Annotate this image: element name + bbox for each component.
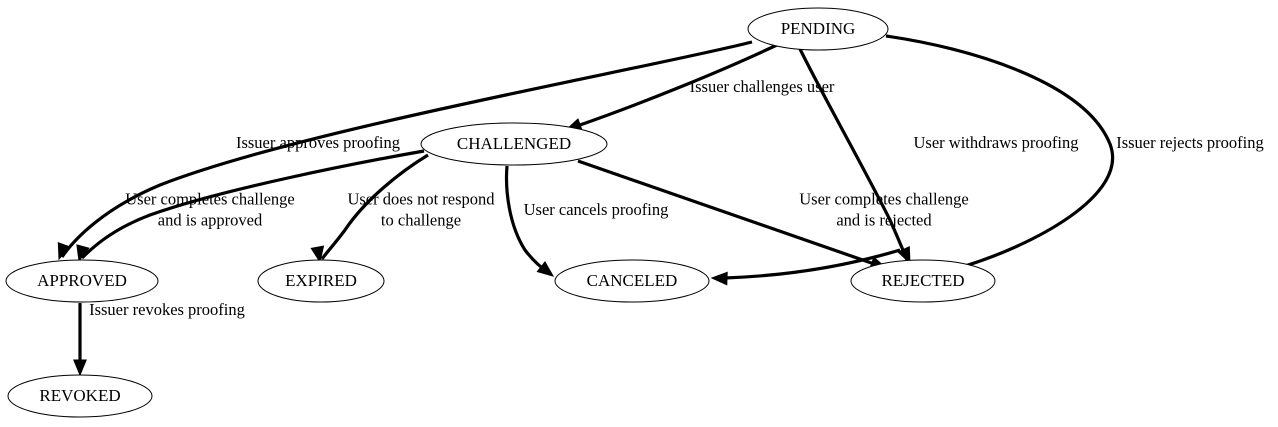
edge-labels-layer: Issuer approves proofing Issuer challenge…: [89, 77, 1264, 319]
edge-label-challenged-canceled: User cancels proofing: [524, 200, 669, 219]
node-challenged[interactable]: CHALLENGED: [420, 122, 608, 166]
edge-pending-rejected-withdraw: [798, 48, 911, 265]
edge-line: [504, 165, 550, 275]
edge-label-text: and is rejected: [836, 210, 932, 229]
node-revoked[interactable]: REVOKED: [7, 374, 153, 418]
edge-arrowhead: [57, 242, 71, 261]
edge-label-pending-approved: Issuer approves proofing: [236, 133, 400, 152]
edge-arrowhead: [897, 246, 911, 265]
edge-label-pending-rejected-withdraw: User withdraws proofing: [914, 133, 1079, 152]
edge-label-text: Issuer approves proofing: [236, 133, 400, 152]
node-canceled[interactable]: CANCELED: [554, 259, 710, 303]
edge-line: [885, 34, 1114, 268]
edge-line: [577, 159, 881, 268]
edge-line: [80, 149, 425, 260]
node-label: CHALLENGED: [457, 134, 571, 153]
edge-arrowhead: [710, 271, 728, 286]
node-label: PENDING: [781, 19, 856, 38]
edge-line: [320, 153, 429, 260]
node-label: REVOKED: [39, 386, 120, 405]
edge-label-pending-rejected-reject: Issuer rejects proofing: [1116, 133, 1264, 152]
node-pending[interactable]: PENDING: [747, 7, 889, 51]
node-shape[interactable]: [257, 259, 385, 303]
edge-challenged-canceled: [504, 165, 555, 277]
edge-pending-approved: [57, 40, 753, 261]
edge-arrowhead: [73, 359, 87, 377]
node-label: APPROVED: [37, 271, 127, 290]
nodes-layer: PENDING CHALLENGED APPROVED EXPIRED CANCELED…: [5, 7, 996, 418]
edge-label-pending-challenged: Issuer challenges user: [690, 77, 835, 96]
edge-arrowhead: [536, 260, 555, 277]
node-expired[interactable]: EXPIRED: [257, 259, 385, 303]
node-label: CANCELED: [587, 271, 678, 290]
edge-line: [60, 40, 753, 258]
edge-challenged-approved: [76, 149, 425, 263]
node-rejected[interactable]: REJECTED: [850, 259, 996, 303]
edge-arrowhead: [76, 244, 90, 263]
node-shape[interactable]: [850, 259, 996, 303]
node-shape[interactable]: [420, 122, 608, 166]
edge-label-text: Issuer revokes proofing: [89, 300, 245, 319]
edge-label-text: Issuer rejects proofing: [1116, 133, 1264, 152]
node-label: REJECTED: [881, 271, 964, 290]
edge-line: [724, 248, 901, 280]
edge-label-text: User completes challenge: [125, 189, 295, 208]
edge-label-text: User completes challenge: [799, 189, 969, 208]
edge-approved-revoked: [73, 303, 87, 377]
edge-line: [579, 42, 780, 127]
edge-line: [798, 48, 909, 261]
edge-label-text: and is approved: [158, 210, 263, 229]
edge-label-challenged-expired: User does not respond to challenge: [347, 189, 495, 229]
edge-extra-to-canceled: [710, 248, 901, 286]
node-shape[interactable]: [747, 7, 889, 51]
node-shape[interactable]: [7, 374, 153, 418]
node-approved[interactable]: APPROVED: [5, 259, 159, 303]
edge-label-text: User does not respond: [347, 189, 495, 208]
edge-label-approved-revoked: Issuer revokes proofing: [89, 300, 245, 319]
edge-label-challenged-approved: User completes challenge and is approved: [125, 189, 295, 229]
edge-pending-rejected-reject: [885, 34, 1114, 280]
edge-arrowhead: [310, 245, 325, 264]
node-label: EXPIRED: [285, 271, 357, 290]
edge-challenged-expired: [310, 153, 429, 264]
edge-label-text: User cancels proofing: [524, 200, 669, 219]
edge-label-challenged-rejected: User completes challenge and is rejected: [799, 189, 969, 229]
edge-label-text: to challenge: [381, 210, 461, 229]
node-shape[interactable]: [5, 259, 159, 303]
node-shape[interactable]: [554, 259, 710, 303]
edge-label-text: User withdraws proofing: [914, 133, 1079, 152]
edge-label-text: Issuer challenges user: [690, 77, 835, 96]
